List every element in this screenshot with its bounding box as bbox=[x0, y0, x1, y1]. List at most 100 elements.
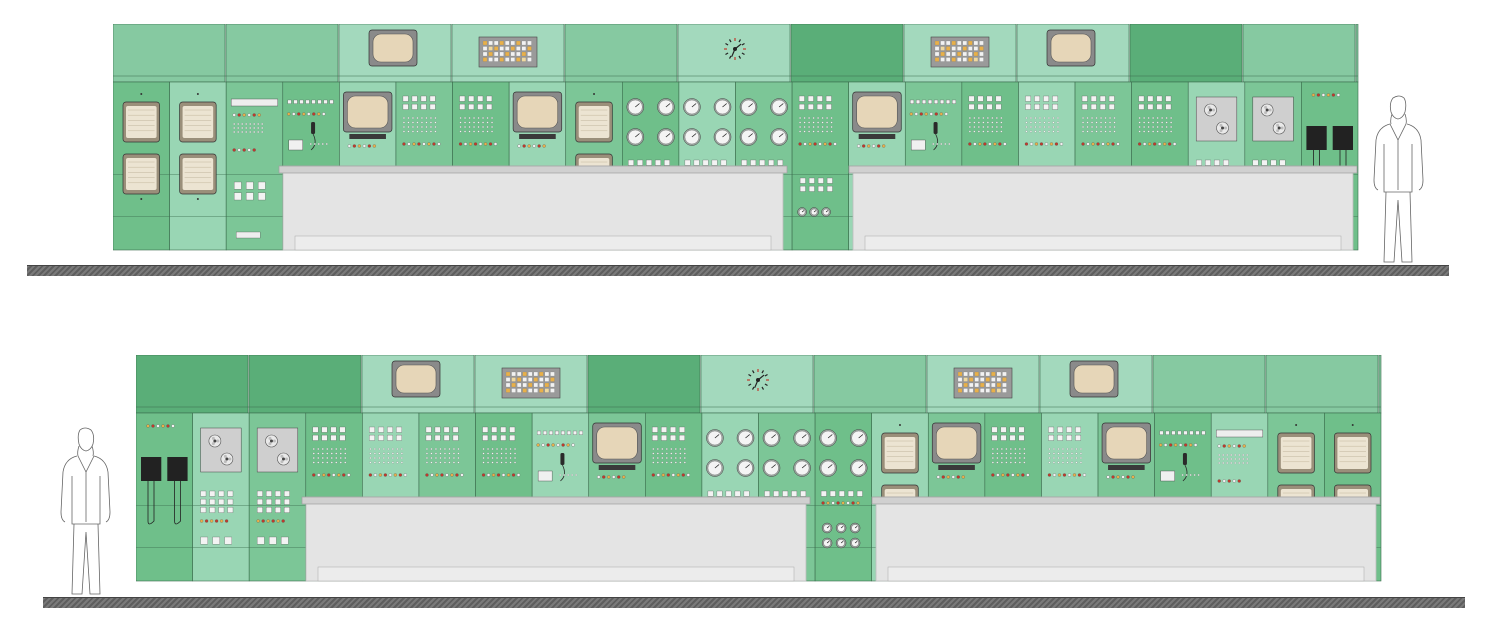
chart-recorder-icon bbox=[1334, 432, 1372, 474]
indicator-lamp-row bbox=[1217, 444, 1246, 448]
indicator-lamp-row bbox=[368, 473, 408, 477]
floor-line-rear bbox=[43, 597, 1465, 608]
dial-gauge-icon bbox=[819, 429, 837, 447]
crt-monitor-icon bbox=[852, 91, 902, 133]
indicator-lamp-row bbox=[1106, 475, 1135, 479]
desk-top bbox=[848, 165, 1358, 174]
floor-line-front bbox=[27, 265, 1449, 276]
indicator-dot-grid bbox=[369, 447, 403, 464]
dial-gauge-icon bbox=[713, 98, 732, 116]
dial-gauge-icon bbox=[657, 98, 675, 116]
indicator-lamp-row bbox=[347, 144, 377, 148]
indicator-lamp-row bbox=[287, 112, 326, 116]
dial-gauge-icon bbox=[835, 522, 847, 534]
switch-bank bbox=[820, 490, 863, 497]
indicator-lamp-row bbox=[425, 473, 464, 477]
indicator-lamp-row bbox=[1024, 142, 1064, 146]
indicator-lamp-row bbox=[1158, 443, 1198, 447]
switch-bank bbox=[234, 181, 266, 201]
crt-monitor-icon bbox=[1101, 422, 1151, 464]
indicator-lamp-row bbox=[1047, 473, 1087, 477]
tape-unit bbox=[256, 427, 299, 473]
switch-bank bbox=[798, 95, 832, 110]
desk-plinth bbox=[317, 566, 795, 582]
lamp-matrix-icon bbox=[930, 36, 990, 68]
indicator-lamp-row bbox=[517, 144, 546, 148]
reel-to-reel-icon bbox=[208, 434, 222, 448]
switch-bank bbox=[741, 159, 784, 166]
header-panel bbox=[1355, 24, 1359, 83]
indicator-dot-grid bbox=[1082, 116, 1116, 133]
reel-to-reel-icon bbox=[1204, 103, 1217, 117]
indicator-dot-grid bbox=[459, 116, 494, 133]
keypad bbox=[537, 470, 553, 482]
relay-box bbox=[1306, 126, 1327, 150]
front-elevation-wall bbox=[113, 24, 1363, 266]
reel-to-reel-icon bbox=[1216, 121, 1229, 135]
keypad bbox=[911, 139, 926, 151]
reel-to-reel-icon bbox=[220, 452, 234, 466]
header-panel bbox=[248, 355, 362, 414]
indicator-lamp-row bbox=[146, 424, 175, 428]
dial-gauge-icon bbox=[849, 522, 861, 534]
switch-bank bbox=[628, 159, 670, 166]
indicator-lamp-row bbox=[1137, 142, 1177, 146]
chart-recorder-icon bbox=[122, 153, 160, 195]
header-panel bbox=[790, 24, 904, 83]
indicator-dot-grid bbox=[652, 447, 686, 464]
elevation-svg bbox=[113, 24, 1359, 251]
relay-box bbox=[1332, 126, 1353, 150]
indicator-dot-grid bbox=[559, 473, 578, 476]
dial-gauge-icon bbox=[849, 537, 861, 549]
dial-gauge-icon bbox=[713, 128, 732, 146]
clock-icon bbox=[724, 38, 746, 60]
dial-gauge-icon bbox=[821, 537, 833, 549]
console-bay bbox=[791, 81, 849, 251]
coiled-cord bbox=[174, 481, 181, 525]
indicator-dot-grid bbox=[1048, 447, 1082, 464]
switch-bank bbox=[764, 490, 807, 497]
indicator-lamp-row bbox=[536, 443, 575, 447]
dial-gauge-icon bbox=[819, 459, 837, 477]
dial-gauge-icon bbox=[793, 429, 811, 447]
crt-monitor-icon bbox=[512, 91, 563, 133]
dial-gauge-icon bbox=[706, 429, 724, 447]
indicator-dot-grid bbox=[1218, 453, 1249, 464]
keypad bbox=[1160, 470, 1175, 482]
dial-gauge-icon bbox=[797, 207, 807, 217]
telephone-handset-icon bbox=[1182, 453, 1188, 482]
desk-plinth bbox=[887, 566, 1365, 582]
header-panel bbox=[813, 355, 927, 414]
switch-bank bbox=[312, 426, 346, 441]
indicator-lamp-row bbox=[968, 142, 1007, 146]
dial-gauge-icon bbox=[770, 128, 788, 146]
relay-box bbox=[167, 457, 188, 481]
switch-bank bbox=[287, 99, 334, 104]
indicator-lamp-row bbox=[458, 142, 498, 146]
dial-gauge-icon bbox=[793, 459, 811, 477]
reel-to-reel-icon bbox=[277, 452, 290, 466]
header-panel bbox=[225, 24, 339, 83]
switch-bank bbox=[799, 177, 833, 192]
dial-gauge-icon bbox=[762, 459, 781, 477]
switch-bank bbox=[991, 426, 1025, 441]
crt-monitor-icon bbox=[931, 422, 982, 464]
switch-bank bbox=[684, 159, 727, 166]
tape-unit bbox=[200, 427, 242, 473]
header-panel bbox=[564, 24, 678, 83]
chart-recorder-icon bbox=[881, 432, 919, 474]
indicator-dot-grid bbox=[1025, 116, 1059, 133]
indicator-dot-grid bbox=[309, 142, 328, 145]
keypad bbox=[288, 139, 303, 151]
header-panel bbox=[113, 24, 226, 83]
tape-unit bbox=[1252, 96, 1294, 142]
crt-monitor-icon bbox=[1069, 360, 1119, 398]
switch-bank bbox=[1159, 430, 1206, 435]
dial-gauge-icon bbox=[809, 207, 819, 217]
standing-person-icon bbox=[54, 426, 118, 598]
reel-to-reel-icon bbox=[1260, 103, 1274, 117]
switch-bank bbox=[200, 490, 234, 513]
indicator-lamp-row bbox=[1081, 142, 1120, 146]
switch-bank bbox=[200, 536, 232, 545]
